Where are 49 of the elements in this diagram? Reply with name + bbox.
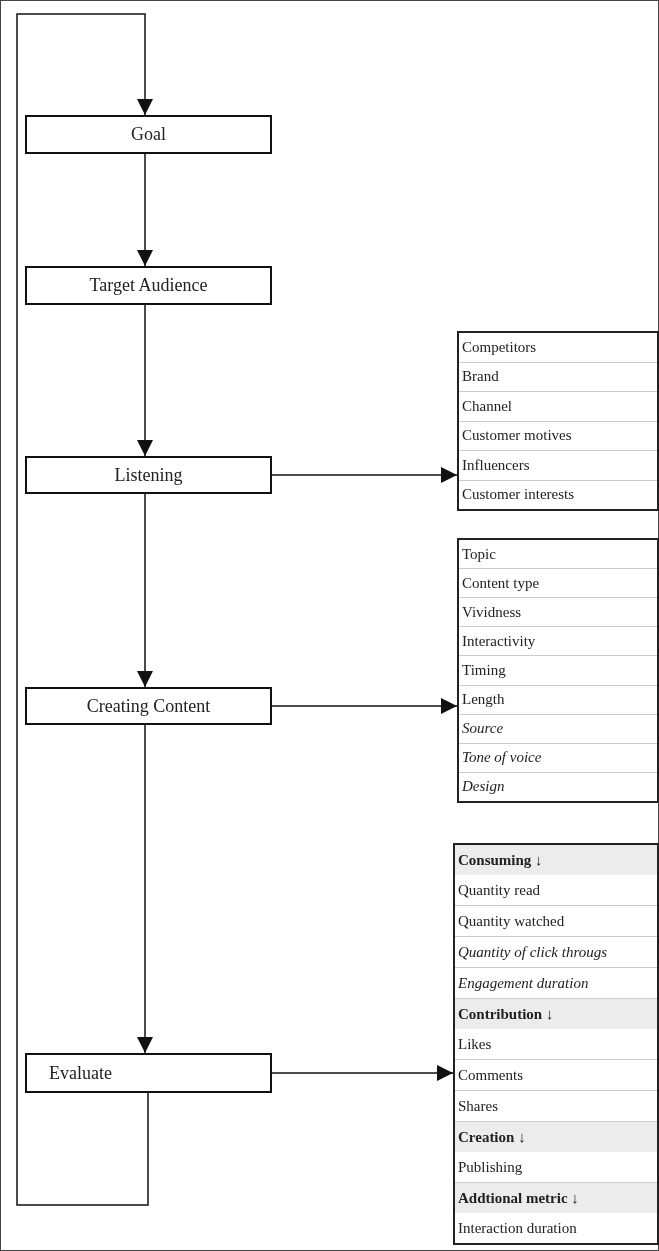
list-item: Length [462,691,505,709]
arrow [137,724,153,1054]
process-box [25,687,272,725]
list-item: Channel [462,397,512,415]
list-item: Interactivity [462,632,536,650]
list-item: Design [462,778,505,796]
list-item: Topic [462,545,496,563]
list-item: Competitors [462,338,537,356]
step-label: Creating Content [86,695,211,717]
list-box [453,843,659,1245]
list-item: Publishing [458,1158,523,1176]
step-label: Evaluate [49,1062,112,1084]
list-item: Engagement duration [458,974,589,992]
list-item: Brand [462,368,499,386]
list-item: Source [462,720,504,738]
list-item: Quantity of click througs [458,943,607,961]
process-box [25,1053,272,1093]
list-item: Quantity watched [458,912,565,930]
arrow [271,467,458,483]
section-heading: Creation ↓ [458,1128,526,1146]
list-item: Likes [458,1035,492,1053]
section-heading: Contribution ↓ [458,1005,554,1023]
list-item: Interaction duration [458,1219,577,1237]
arrow [271,698,458,714]
list-item: Shares [458,1097,498,1115]
step-label: Target Audience [89,275,208,296]
list-item: Timing [462,662,506,679]
list-box [457,331,659,511]
process-box [25,456,272,494]
list-item: Comments [458,1066,523,1084]
arrow [137,153,153,267]
section-heading: Consuming ↓ [458,851,543,869]
arrow [16,13,153,1206]
process-box [25,115,272,154]
list-item: Vividness [462,603,522,621]
arrow [137,304,153,457]
list-item: Influencers [462,456,530,474]
list-item: Quantity read [458,881,541,899]
step-label: Listening [114,464,183,486]
list-item: Content type [462,574,540,592]
arrow [271,1065,454,1081]
list-item: Tone of voice [462,749,542,767]
list-box [457,538,659,803]
step-label: Goal [131,124,166,145]
section-heading: Addtional metric ↓ [458,1189,579,1207]
list-item: Customer interests [462,486,575,504]
list-item: Customer motives [462,427,572,445]
process-box [25,266,272,305]
arrow [137,493,153,688]
